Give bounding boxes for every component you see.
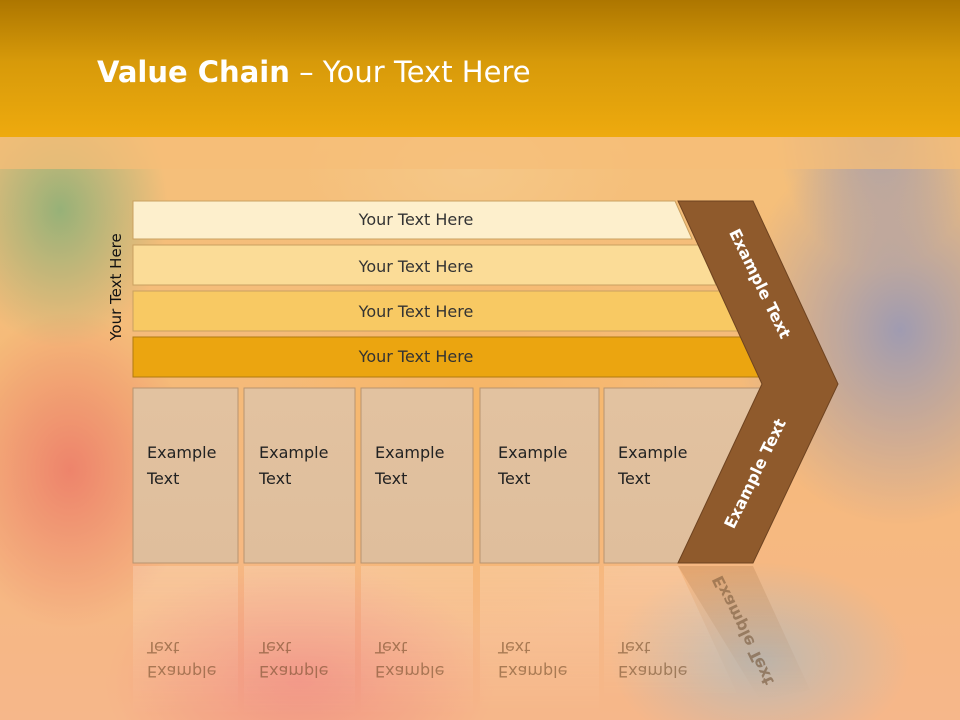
reflection-chevron [678,566,810,700]
support-box-3: Example Text [360,387,474,564]
support-box-5-line1: Example [618,443,687,462]
support-box-2-line1: Example [259,443,328,462]
primary-bar-4-label: Your Text Here [358,347,474,366]
support-box-1-line1: Example [147,443,216,462]
reflection-box-4-line1: Example [498,662,567,681]
reflection-box-5-line1: Example [618,662,687,681]
reflection-box-4 [480,566,599,716]
primary-bar-2-label: Your Text Here [358,257,474,276]
support-box-4-line1: Example [498,443,567,462]
primary-bar-1: Your Text Here [132,200,693,240]
reflection-box-1-line1: Example [147,662,216,681]
support-box-1-line2: Text [146,469,179,488]
support-box-1-shape [132,387,239,564]
support-box-2-line2: Text [258,469,291,488]
reflection-box-3-line2: Text [374,638,407,657]
primary-bar-1-label: Your Text Here [358,210,474,229]
margin-chevron-shape [677,200,839,564]
reflection-box-2 [244,566,355,716]
support-box-1: Example Text [132,387,239,564]
reflection-box-4-line2: Text [497,638,530,657]
title-rest-text: – Your Text Here [289,55,531,89]
support-box-3-line2: Text [374,469,407,488]
title-bar: Value Chain – Your Text Here [0,0,960,137]
reflection-box-3 [361,566,473,716]
support-box-2-shape [243,387,356,564]
reflection-box-1-line2: Text [146,638,179,657]
reflection-box-5 [604,566,740,700]
title-bar-strip [0,137,960,169]
reflection-box-5-line2: Text [617,638,650,657]
support-box-2: Example Text [243,387,356,564]
support-box-4-shape [479,387,600,564]
support-box-3-line1: Example [375,443,444,462]
title-bold-text: Value Chain [97,55,290,89]
primary-bar-3-label: Your Text Here [358,302,474,321]
reflection-box-2-line1: Example [259,662,328,681]
support-box-5-line2: Text [617,469,650,488]
slide-title: Value Chain – Your Text Here [97,52,531,92]
reflection-box-2-line2: Text [258,638,291,657]
reflection-box-3-line1: Example [375,662,444,681]
primary-bar-2: Your Text Here [132,244,717,286]
diagram-reflection: Example Text Example Text Example Text E… [133,566,810,716]
support-box-3-shape [360,387,474,564]
primary-bar-4: Your Text Here [132,336,763,378]
support-box-4: Example Text [479,387,600,564]
support-box-4-line2: Text [497,469,530,488]
primary-bar-2-shape [132,244,717,286]
primary-bar-3: Your Text Here [132,290,740,332]
reflection-box-1 [133,566,238,716]
primary-bar-1-shape [132,200,693,240]
